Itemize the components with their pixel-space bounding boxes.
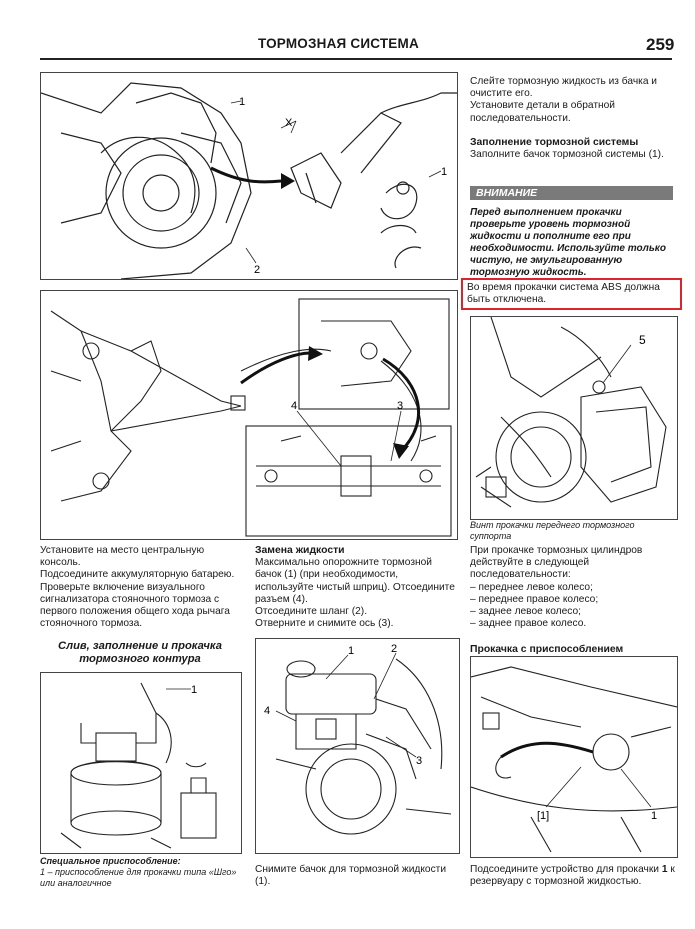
fill-paragraph: Заполните бачок тормозной системы (1). [470, 149, 664, 161]
fig1-label-1b: 1 [441, 166, 447, 178]
warning-text: Перед выполнением прокачки проверьте уро… [470, 207, 666, 278]
tool-label-1: 1 [191, 684, 197, 696]
battery-paragraph: Подсоедините аккумуляторную батарею. [40, 569, 235, 581]
drain-fill-bleed-heading: Слив, заполнение и прокачка тормозного к… [58, 640, 222, 665]
parking-brake-drawing: 4 3 [50, 298, 452, 537]
figure-reservoir-removal: 1 2 4 3 [255, 638, 460, 854]
figure-bleeder-connection: [1] 1 [470, 656, 678, 858]
figure-parking-brake: 4 3 [40, 290, 458, 540]
list-item: заднее левое колесо; [470, 606, 675, 618]
bleeder-caption: Подсоедините устройство для прокачки 1 к… [470, 864, 675, 888]
fig1-label-x: X [285, 117, 293, 129]
drain-paragraph: Слейте тормозную жидкость из бачка и очи… [470, 76, 658, 100]
fill-heading: Заполнение тормозной системы [470, 136, 639, 148]
section-title: ТОРМОЗНАЯ СИСТЕМА [258, 36, 419, 51]
reservoir-label-2: 2 [391, 643, 397, 655]
bleed-order-intro: При прокачке тормозных цилиндров действу… [470, 545, 643, 581]
right-top-text: Слейте тормозную жидкость из бачка и очи… [470, 76, 675, 161]
caliper-label-5: 5 [639, 333, 646, 347]
header-rule [40, 58, 672, 60]
list-item: переднее левое колесо; [470, 582, 675, 594]
middle-middle-text: Замена жидкости Максимально опорожните т… [255, 545, 455, 630]
page-number: 259 [646, 35, 675, 54]
fig1-label-2: 2 [254, 264, 260, 276]
bleeder-caption-num: 1 [661, 864, 668, 875]
bleeder-connection-drawing: [1] 1 [471, 666, 677, 853]
figure-bleeding-tool: 1 [40, 672, 242, 854]
bleeder-caption-pre: Подсоедините устройство для прокачки [470, 864, 660, 875]
bleeder-caption-post: к резервуару с тормозной жидкостью. [470, 864, 675, 888]
fig2-label-4: 4 [291, 400, 297, 412]
remove-axle-paragraph: Отверните и снимите ось (3). [255, 618, 394, 630]
left-middle-text: Установите на место центральную консоль.… [40, 545, 240, 630]
reservoir-caption: Снимите бачок для тормозной жидкости (1)… [255, 864, 447, 888]
list-item: переднее правое колесо; [470, 594, 675, 606]
tool-caption-title: Специальное приспособление: [40, 856, 181, 866]
brake-assembly-drawing: 1 X 1 2 [41, 82, 457, 279]
fluid-change-heading: Замена жидкости [255, 545, 345, 556]
bleeder-label-1: 1 [651, 810, 657, 822]
disconnect-hose-paragraph: Отсоедините шланг (2). [255, 606, 368, 618]
bleeder-label-bracket-1: [1] [537, 810, 549, 822]
figure-caliper-bleed-screw: 5 [470, 316, 678, 520]
reinstall-paragraph: Установите детали в обратной последовате… [470, 100, 615, 124]
reservoir-label-3: 3 [416, 755, 422, 767]
fig1-label-1a: 1 [239, 96, 245, 108]
bleeding-tool-drawing: 1 [60, 682, 217, 849]
figure-brake-assembly: 1 X 1 2 [40, 72, 458, 280]
bleed-with-tool-heading: Прокачка с приспособлением [470, 644, 624, 656]
abs-note: Во время прокачки система ABS должна быт… [461, 278, 682, 311]
empty-reservoir-paragraph: Максимально опорожните тормозной бачок (… [255, 557, 455, 605]
list-item: заднее правое колесо. [470, 618, 675, 630]
tool-caption-text: 1 – приспособление для прокачки типа «Шг… [40, 867, 237, 888]
bleed-sequence-list: переднее левое колесо; переднее правое к… [470, 582, 675, 631]
right-middle-text: При прокачке тормозных цилиндров действу… [470, 545, 675, 657]
caliper-caption: Винт прокачки переднего тормозного суппо… [470, 520, 635, 541]
warning-label: ВНИМАНИЕ [470, 186, 673, 200]
reservoir-drawing: 1 2 4 3 [264, 643, 452, 835]
reservoir-label-1: 1 [348, 645, 354, 657]
caliper-drawing: 5 [475, 317, 667, 508]
fig2-label-3: 3 [397, 400, 403, 412]
reservoir-label-4: 4 [264, 705, 270, 717]
tool-caption: Специальное приспособление: 1 – приспосо… [40, 856, 245, 889]
console-paragraph: Установите на место центральную консоль. [40, 545, 205, 569]
warning-light-paragraph: Проверьте включение визуального сигнализ… [40, 581, 230, 630]
